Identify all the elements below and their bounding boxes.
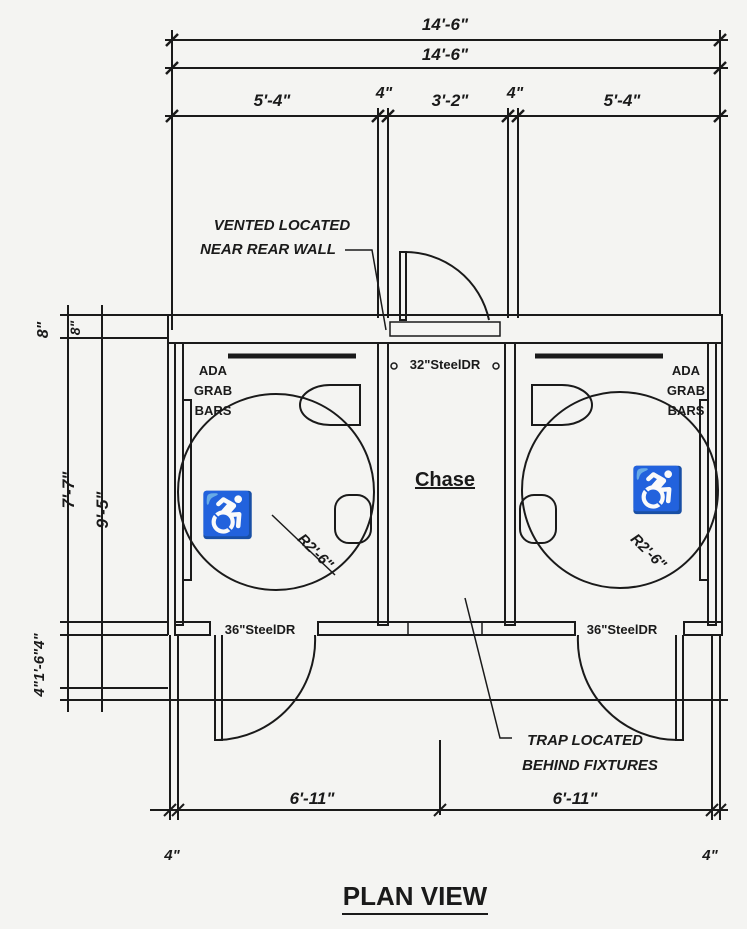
left-toilet-icon xyxy=(299,384,361,426)
dim-partition-right: 4" xyxy=(506,85,524,102)
right-grab-grab: GRAB xyxy=(667,383,705,398)
left-stall-door xyxy=(214,634,317,741)
dim-bottom-right: 6'-11" xyxy=(553,789,599,808)
dim-total-depth: 9'-5" xyxy=(93,491,112,529)
dim-bottom-left-wall: 4" xyxy=(163,847,180,864)
dim-top-wall-outer: 8" xyxy=(35,321,52,338)
left-stall: ♿ xyxy=(177,353,375,741)
left-door-label: 36"SteelDR xyxy=(225,622,296,637)
vented-leader xyxy=(345,249,387,331)
right-turning-circle xyxy=(521,391,719,589)
left-side-grab-bar xyxy=(182,399,192,581)
note-vented-line1: VENTED LOCATED xyxy=(214,217,351,234)
note-trap-line2: BEHIND FIXTURES xyxy=(522,757,658,774)
right-stall-door xyxy=(576,634,684,742)
right-grab-bars: BARS xyxy=(668,403,705,418)
plan-title: PLAN VIEW xyxy=(343,881,488,911)
right-door-label: 36"SteelDR xyxy=(587,622,658,637)
dim-bottom-right-wall: 4" xyxy=(701,847,718,864)
chase-label: Chase xyxy=(415,469,475,491)
left-grab-ada: ADA xyxy=(199,363,228,378)
left-grab-grab: GRAB xyxy=(194,383,232,398)
dim-stall-depth: 7'-7" xyxy=(59,471,78,509)
right-wheelchair-icon: ♿ xyxy=(630,465,685,515)
dim-bottom-left: 6'-11" xyxy=(290,789,336,808)
dim-left-stall: 5'-4" xyxy=(254,91,292,110)
top-dimensions xyxy=(165,30,728,330)
dim-front-stack: 4"1'-6"4" xyxy=(31,632,48,697)
dim-overall-2: 14'-6" xyxy=(422,45,469,64)
dim-right-stall: 5'-4" xyxy=(604,91,642,110)
right-grab-ada: ADA xyxy=(672,363,701,378)
dim-partition-left: 4" xyxy=(375,85,393,102)
right-lavatory-icon xyxy=(519,494,557,544)
left-wheelchair-icon: ♿ xyxy=(200,490,255,540)
right-toilet-icon xyxy=(531,384,593,426)
bottom-dimensions xyxy=(150,803,728,817)
left-turning-circle xyxy=(177,393,375,591)
left-dimensions xyxy=(60,305,168,712)
left-lavatory-icon xyxy=(334,494,372,544)
chase-top-door xyxy=(399,250,490,321)
dim-overall-1: 14'-6" xyxy=(422,15,469,34)
dim-chase: 3'-2" xyxy=(432,91,470,110)
trap-leader xyxy=(464,597,512,739)
right-stall: ♿ xyxy=(519,353,719,742)
chase-door-label: 32"SteelDR xyxy=(410,357,481,372)
right-radius-label: R2'-6" xyxy=(627,531,670,574)
right-side-grab-bar xyxy=(699,399,709,581)
left-grab-bars: BARS xyxy=(195,403,232,418)
left-radius-label: R2'-6" xyxy=(294,531,337,574)
note-trap-line1: TRAP LOCATED xyxy=(527,732,643,749)
dim-top-wall-inner: 8" xyxy=(67,320,83,335)
note-vented-line2: NEAR REAR WALL xyxy=(200,241,336,258)
